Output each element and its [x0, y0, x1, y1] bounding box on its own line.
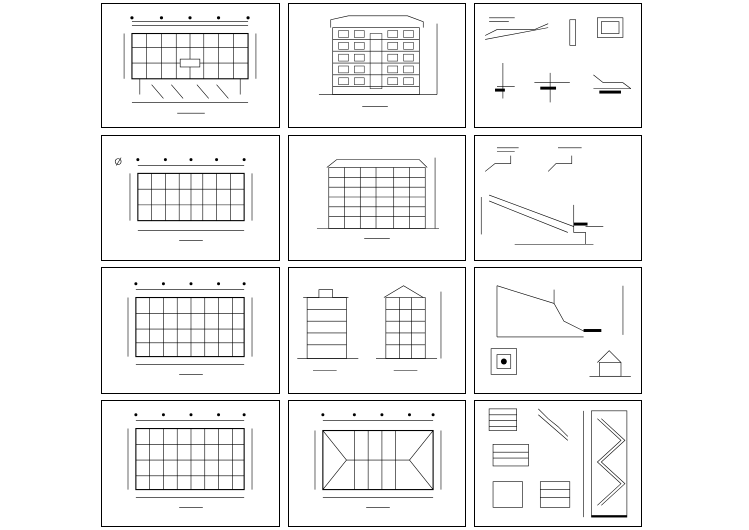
detail-drawings: [490, 285, 631, 377]
drawing-sheet-roof-plan: [288, 400, 466, 527]
detail-drawings: [480, 147, 604, 245]
drawing-sheet-details-3: [474, 267, 642, 394]
drawing-sheet-floor-plan-2: [101, 135, 280, 261]
detail-drawings: [485, 17, 631, 103]
drawing-sheet-floor-plan-3: [101, 267, 280, 394]
floor-plan-drawing: [127, 413, 253, 508]
floor-plan-drawing: [123, 16, 257, 114]
floor-plan-drawing: [114, 157, 253, 241]
drawing-sheet-sections: [288, 267, 466, 394]
drawing-sheet-elevation-2: [288, 135, 466, 261]
stair-detail-drawings: [488, 408, 628, 518]
drawing-sheet-floor-plan-1: [101, 3, 280, 128]
drawing-sheet-details-1: [474, 3, 642, 128]
elevation-drawing: [316, 157, 439, 239]
floor-plan-drawing: [127, 282, 253, 375]
drawing-sheet-elevation-1: [288, 3, 466, 128]
drawing-sheet-floor-plan-4: [101, 400, 280, 527]
drawing-sheet-details-2: [474, 135, 642, 261]
section-drawings: [297, 285, 442, 371]
elevation-drawing: [318, 15, 438, 107]
roof-plan-drawing: [314, 413, 442, 508]
drawing-sheet-stair-details: [474, 400, 642, 527]
